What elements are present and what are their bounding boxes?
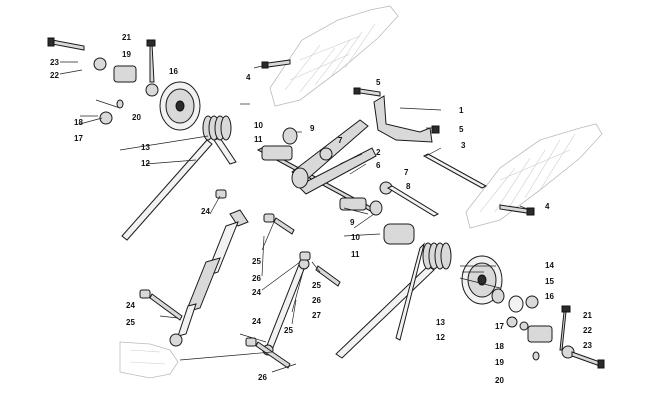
callout-17: 17 bbox=[74, 134, 83, 143]
callout-25: 25 bbox=[252, 257, 261, 266]
callout-10: 10 bbox=[254, 121, 263, 130]
callout-14: 14 bbox=[545, 261, 554, 270]
callout-19: 19 bbox=[122, 50, 131, 59]
spring-arm-left bbox=[121, 137, 237, 241]
spring-arm-right bbox=[335, 242, 435, 359]
callout-26b: 26 bbox=[312, 296, 321, 305]
callout-25c: 25 bbox=[126, 318, 135, 327]
callout-18: 18 bbox=[74, 118, 83, 127]
idler-wheel-left bbox=[159, 81, 201, 131]
callout-7b: 7 bbox=[404, 168, 409, 177]
callout-6: 6 bbox=[376, 161, 381, 170]
callout-25d: 25 bbox=[284, 326, 293, 335]
callout-1: 1 bbox=[459, 106, 464, 115]
callout-18b: 18 bbox=[495, 342, 504, 351]
frame-fragment bbox=[119, 341, 179, 379]
callout-26c: 26 bbox=[258, 373, 267, 382]
callout-8: 8 bbox=[406, 182, 411, 191]
callout-16b: 16 bbox=[545, 292, 554, 301]
callout-15: 15 bbox=[545, 277, 554, 286]
upper-rail bbox=[269, 5, 399, 107]
callout-25b: 25 bbox=[312, 281, 321, 290]
callout-10b: 10 bbox=[351, 233, 360, 242]
callout-20b: 20 bbox=[495, 376, 504, 385]
shock-absorber bbox=[169, 209, 249, 347]
callout-9b: 9 bbox=[350, 218, 355, 227]
leader-lines bbox=[59, 61, 531, 373]
shafts bbox=[386, 153, 488, 217]
callout-22: 22 bbox=[50, 71, 59, 80]
bracket bbox=[373, 95, 433, 143]
callout-4: 4 bbox=[246, 73, 251, 82]
callout-27: 27 bbox=[312, 311, 321, 320]
callout-23b: 23 bbox=[583, 341, 592, 350]
callout-21: 21 bbox=[122, 33, 131, 42]
callout-16: 16 bbox=[169, 67, 178, 76]
callout-12: 12 bbox=[141, 159, 150, 168]
callout-24: 24 bbox=[201, 207, 210, 216]
callout-22b: 22 bbox=[583, 326, 592, 335]
callout-17b: 17 bbox=[495, 322, 504, 331]
callout-24b: 24 bbox=[252, 288, 261, 297]
callout-19b: 19 bbox=[495, 358, 504, 367]
callout-13b: 13 bbox=[436, 318, 445, 327]
callout-9: 9 bbox=[310, 124, 315, 133]
callout-11: 11 bbox=[254, 135, 263, 144]
callout-5b: 5 bbox=[459, 125, 464, 134]
callout-3: 3 bbox=[461, 141, 466, 150]
callout-24c: 24 bbox=[126, 301, 135, 310]
pivot-arm-assembly bbox=[256, 119, 382, 215]
callout-11b: 11 bbox=[351, 250, 360, 259]
callout-7: 7 bbox=[338, 136, 343, 145]
link-arm bbox=[262, 258, 310, 356]
torsion-spring-left bbox=[202, 115, 232, 141]
torsion-spring-right bbox=[422, 242, 452, 270]
callout-2: 2 bbox=[376, 148, 381, 157]
hardware bbox=[47, 37, 605, 369]
callout-4b: 4 bbox=[545, 202, 550, 211]
callout-20: 20 bbox=[132, 113, 141, 122]
callout-12b: 12 bbox=[436, 333, 445, 342]
callout-5: 5 bbox=[376, 78, 381, 87]
callout-23: 23 bbox=[50, 58, 59, 67]
callout-26: 26 bbox=[252, 274, 261, 283]
callout-13: 13 bbox=[141, 143, 150, 152]
lower-rail bbox=[465, 123, 603, 229]
callout-21b: 21 bbox=[583, 311, 592, 320]
callout-24d: 24 bbox=[252, 317, 261, 326]
callouts: 1 2 3 4 4 5 5 6 7 7 8 9 9 10 10 11 11 12… bbox=[50, 33, 592, 385]
bushings bbox=[282, 127, 415, 245]
